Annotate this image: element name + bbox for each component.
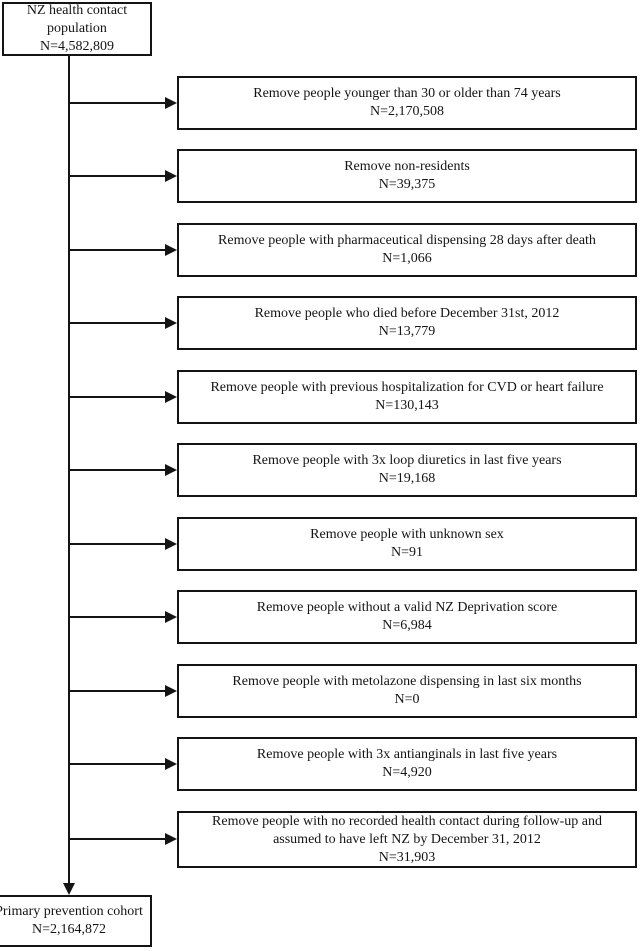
exclusion-box-dispensing-after-death: Remove people with pharmaceutical dispen… [177, 223, 637, 277]
flow-branch-line-1 [68, 102, 167, 104]
exclusion-count: N=4,920 [382, 765, 432, 780]
exclusion-label: Remove people with previous hospitalizat… [210, 380, 604, 395]
exclusion-label: Remove people who died before December 3… [254, 306, 560, 321]
flow-branch-line-9 [68, 690, 167, 692]
exclusion-count: N=91 [390, 545, 423, 560]
exclusion-box-loop-diuretics: Remove people with 3x loop diuretics in … [177, 443, 637, 497]
exclusion-label: Remove people without a valid NZ Depriva… [256, 600, 558, 615]
flow-right-arrowhead-icon [165, 685, 177, 697]
exclusion-label: Remove people with 3x antianginals in la… [256, 747, 558, 762]
exclusion-count: N=13,779 [378, 324, 436, 339]
exclusion-label: Remove people with metolazone dispensing… [232, 674, 582, 689]
flow-branch-line-10 [68, 763, 167, 765]
flow-right-arrowhead-icon [165, 464, 177, 476]
source-population-box: NZ health contact population N=4,582,809 [2, 2, 152, 56]
exclusion-count: N=0 [394, 692, 420, 707]
flow-right-arrowhead-icon [165, 391, 177, 403]
flow-branch-line-5 [68, 396, 167, 398]
result-cohort-box: Primary prevention cohort N=2,164,872 [0, 895, 152, 947]
flow-branch-line-2 [68, 175, 167, 177]
flow-branch-line-7 [68, 543, 167, 545]
flow-right-arrowhead-icon [165, 170, 177, 182]
result-cohort-count: N=2,164,872 [31, 922, 106, 937]
exclusion-box-deprivation-score: Remove people without a valid NZ Depriva… [177, 590, 637, 644]
flow-right-arrowhead-icon [165, 758, 177, 770]
flow-branch-line-4 [68, 322, 167, 324]
flow-branch-line-11 [68, 838, 167, 840]
exclusion-label: Remove people younger than 30 or older t… [253, 86, 561, 101]
exclusion-count: N=1,066 [382, 251, 432, 266]
exclusion-count: N=130,143 [375, 398, 439, 413]
flow-branch-line-3 [68, 249, 167, 251]
exclusion-label: Remove people with pharmaceutical dispen… [218, 233, 596, 248]
exclusion-box-non-residents: Remove non-residents N=39,375 [177, 149, 637, 203]
exclusion-label: Remove people with unknown sex [310, 527, 504, 542]
exclusion-box-unknown-sex: Remove people with unknown sex N=91 [177, 517, 637, 571]
exclusion-count: N=19,168 [378, 471, 436, 486]
exclusion-count: N=31,903 [378, 849, 436, 865]
exclusion-count: N=39,375 [378, 177, 436, 192]
flow-right-arrowhead-icon [165, 611, 177, 623]
exclusion-count: N=6,984 [382, 618, 432, 633]
result-cohort-label: Primary prevention cohort [0, 904, 143, 919]
exclusion-count: N=2,170,508 [369, 104, 444, 119]
flow-right-arrowhead-icon [165, 317, 177, 329]
exclusion-label: Remove people with no recorded health co… [212, 813, 602, 847]
exclusion-label: Remove non-residents [344, 159, 470, 174]
exclusion-box-died-before-2012: Remove people who died before December 3… [177, 296, 637, 350]
flow-down-arrowhead-icon [63, 883, 75, 895]
exclusion-label: Remove people with 3x loop diuretics in … [252, 453, 562, 468]
flow-right-arrowhead-icon [165, 97, 177, 109]
source-population-label: NZ health contact population [26, 3, 128, 36]
exclusion-box-antianginals: Remove people with 3x antianginals in la… [177, 737, 637, 791]
source-population-count: N=4,582,809 [39, 39, 114, 54]
exclusion-box-no-health-contact: Remove people with no recorded health co… [177, 811, 637, 868]
flow-right-arrowhead-icon [165, 833, 177, 845]
flow-branch-line-6 [68, 469, 167, 471]
exclusion-box-prior-cvd-hospitalization: Remove people with previous hospitalizat… [177, 370, 637, 424]
exclusion-box-metolazone: Remove people with metolazone dispensing… [177, 664, 637, 718]
flow-right-arrowhead-icon [165, 538, 177, 550]
exclusion-box-age: Remove people younger than 30 or older t… [177, 76, 637, 130]
flow-branch-line-8 [68, 616, 167, 618]
flow-right-arrowhead-icon [165, 244, 177, 256]
